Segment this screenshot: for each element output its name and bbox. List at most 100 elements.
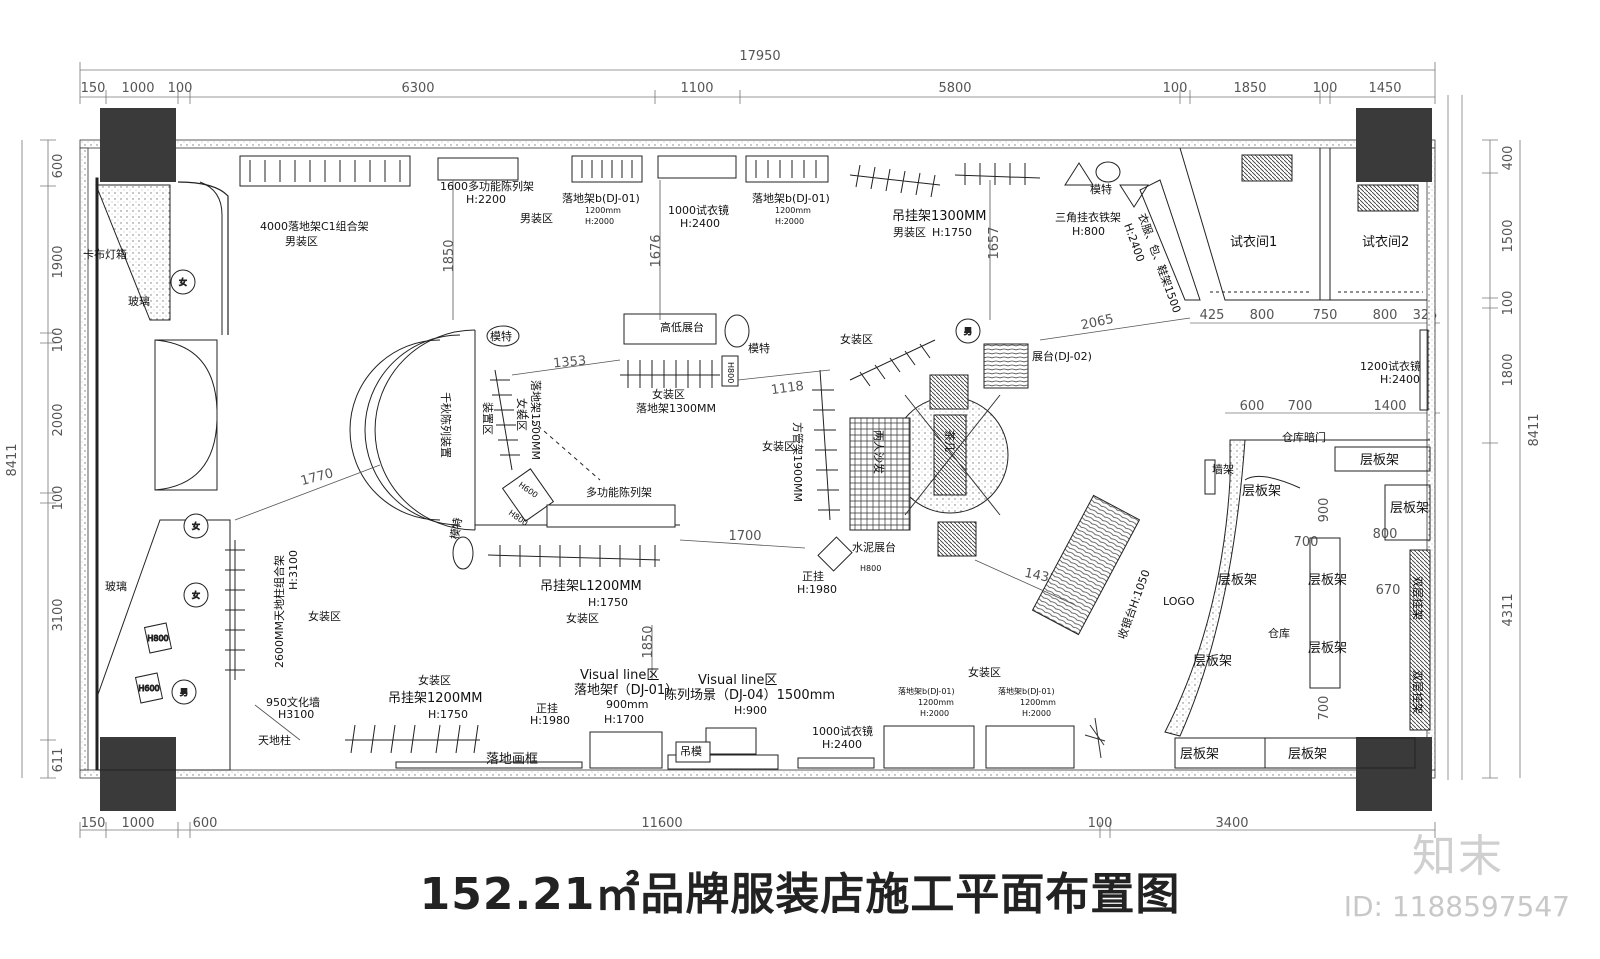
svg-text:100: 100 — [168, 81, 193, 96]
svg-text:女装区: 女装区 — [308, 609, 341, 623]
svg-text:H:1980: H:1980 — [797, 583, 837, 596]
svg-text:男: 男 — [180, 688, 188, 697]
svg-text:陈列场景（DJ-04）1500mm: 陈列场景（DJ-04）1500mm — [664, 687, 835, 703]
svg-text:1000试衣镜: 1000试衣镜 — [668, 203, 729, 217]
svg-text:方管架1900MM: 方管架1900MM — [791, 422, 805, 502]
svg-text:1100: 1100 — [680, 81, 713, 96]
svg-text:女装区: 女装区 — [840, 332, 873, 346]
svg-text:100: 100 — [1088, 816, 1113, 831]
svg-text:落地架1300MM: 落地架1300MM — [636, 402, 716, 415]
brand-logo: 知末 — [1412, 831, 1504, 882]
svg-text:模特: 模特 — [490, 329, 512, 343]
svg-text:2000: 2000 — [51, 403, 66, 436]
left-display-plinths: H800 H600 — [134, 622, 173, 704]
svg-text:2065: 2065 — [1080, 312, 1115, 334]
svg-text:3100: 3100 — [51, 598, 66, 631]
svg-text:H800: H800 — [860, 564, 881, 573]
svg-text:900mm: 900mm — [606, 698, 648, 711]
svg-text:4311: 4311 — [1501, 593, 1516, 626]
svg-text:H:2000: H:2000 — [1022, 709, 1051, 718]
svg-text:611: 611 — [51, 748, 66, 773]
svg-text:女: 女 — [192, 590, 200, 600]
image-id: ID: 1188597547 — [1343, 890, 1570, 923]
svg-text:1353: 1353 — [553, 354, 587, 372]
svg-text:H800: H800 — [147, 634, 168, 643]
svg-text:高低展台: 高低展台 — [660, 320, 704, 334]
svg-text:700: 700 — [1288, 399, 1313, 414]
svg-text:吊挂架L1200MM: 吊挂架L1200MM — [540, 579, 642, 594]
svg-text:950文化墙: 950文化墙 — [266, 695, 320, 709]
svg-text:模特: 模特 — [447, 516, 465, 540]
svg-text:女: 女 — [192, 521, 200, 531]
zone-labels: 卡布灯箱 玻璃 玻璃 4000落地架C1组合架 男装区 1600多功能陈列架 H… — [83, 179, 1429, 767]
svg-text:100: 100 — [51, 328, 66, 353]
svg-text:两人沙发: 两人沙发 — [872, 430, 886, 474]
svg-text:H:2400: H:2400 — [822, 738, 862, 751]
svg-text:600: 600 — [193, 816, 218, 831]
svg-text:600: 600 — [51, 154, 66, 179]
svg-text:H600: H600 — [138, 684, 159, 693]
svg-text:1200试衣镜: 1200试衣镜 — [1360, 359, 1421, 373]
svg-text:层板架: 层板架 — [1308, 573, 1347, 588]
svg-text:H:2400: H:2400 — [1380, 373, 1420, 386]
svg-text:670: 670 — [1376, 583, 1401, 598]
svg-text:衣服、包、鞋架1500: 衣服、包、鞋架1500 — [1135, 211, 1184, 314]
svg-text:三角挂衣铁架: 三角挂衣铁架 — [1055, 210, 1121, 224]
svg-text:H3100: H3100 — [278, 708, 314, 721]
svg-text:吊挂架1200MM: 吊挂架1200MM — [388, 691, 483, 706]
svg-text:模特: 模特 — [1090, 182, 1112, 196]
svg-text:6300: 6300 — [401, 81, 434, 96]
svg-text:Visual line区: Visual line区 — [698, 673, 777, 688]
svg-text:双层挂架: 双层挂架 — [1411, 576, 1425, 620]
svg-text:H:3100: H:3100 — [287, 550, 300, 590]
svg-text:750: 750 — [1313, 308, 1338, 323]
svg-text:千秋陈列装置: 千秋陈列装置 — [439, 392, 453, 458]
svg-text:100: 100 — [1313, 81, 1338, 96]
svg-text:1450: 1450 — [1368, 81, 1401, 96]
svg-text:层板架: 层板架 — [1218, 573, 1257, 588]
svg-text:女装区: 女装区 — [652, 387, 685, 401]
svg-text:1850: 1850 — [1233, 81, 1266, 96]
svg-text:1600多功能陈列架: 1600多功能陈列架 — [440, 179, 534, 193]
svg-text:仓库: 仓库 — [1268, 626, 1290, 640]
svg-text:层板架: 层板架 — [1242, 484, 1281, 499]
mannequins: 女 女 女 男 男 — [170, 161, 1121, 705]
svg-text:层板架: 层板架 — [1180, 747, 1219, 762]
svg-text:LOGO: LOGO — [1163, 595, 1195, 608]
svg-text:吊模: 吊模 — [680, 745, 702, 758]
leader-lines — [234, 180, 1191, 741]
svg-text:落地架b(DJ-01): 落地架b(DJ-01) — [998, 686, 1055, 696]
svg-text:700: 700 — [1317, 696, 1332, 721]
svg-text:仓库暗门: 仓库暗门 — [1282, 430, 1326, 444]
storefront — [95, 177, 231, 771]
svg-text:4000落地架C1组合架: 4000落地架C1组合架 — [260, 219, 369, 233]
svg-text:100: 100 — [1501, 291, 1516, 316]
svg-text:玻璃: 玻璃 — [128, 294, 150, 308]
svg-text:600: 600 — [1240, 399, 1265, 414]
svg-text:卡布灯箱: 卡布灯箱 — [83, 247, 127, 261]
svg-text:收银台H:1050: 收银台H:1050 — [1115, 568, 1153, 641]
svg-text:1500: 1500 — [1501, 219, 1516, 252]
svg-text:Visual line区: Visual line区 — [580, 668, 659, 683]
svg-text:1000试衣镜: 1000试衣镜 — [812, 724, 873, 738]
svg-text:女装区: 女装区 — [762, 439, 795, 453]
svg-text:女装区: 女装区 — [515, 398, 529, 431]
svg-text:试衣间2: 试衣间2 — [1362, 234, 1409, 250]
svg-text:700: 700 — [1294, 535, 1319, 550]
svg-text:男装区: 男装区 — [285, 235, 318, 248]
svg-text:层板架: 层板架 — [1288, 747, 1327, 762]
svg-text:1200mm: 1200mm — [775, 206, 811, 215]
svg-text:1200mm: 1200mm — [585, 206, 621, 215]
svg-text:墙架: 墙架 — [1212, 462, 1234, 476]
svg-text:8411: 8411 — [5, 443, 20, 476]
svg-text:H800: H800 — [726, 362, 735, 383]
svg-text:模特: 模特 — [748, 341, 770, 355]
svg-text:层板架: 层板架 — [1390, 501, 1429, 516]
svg-text:H:2200: H:2200 — [466, 193, 506, 206]
svg-text:落地画框: 落地画框 — [486, 752, 538, 767]
svg-text:玻璃: 玻璃 — [105, 579, 127, 593]
svg-text:1700: 1700 — [728, 529, 761, 544]
svg-text:落地架f（DJ-01）: 落地架f（DJ-01） — [574, 683, 678, 698]
svg-text:试衣间1: 试衣间1 — [1230, 234, 1277, 250]
svg-text:1676: 1676 — [649, 234, 664, 267]
